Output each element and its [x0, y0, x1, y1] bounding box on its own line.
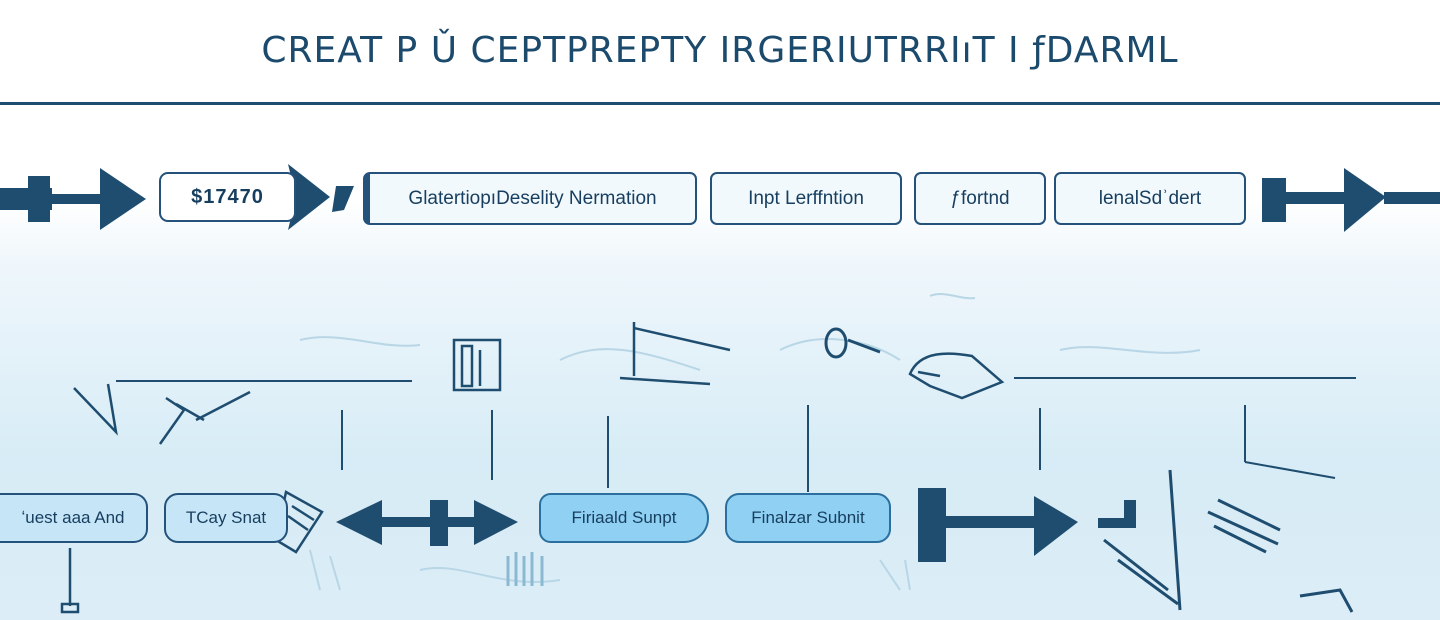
pen-icon [158, 390, 251, 445]
arrow-right-icon [0, 168, 146, 230]
key-icon [824, 327, 881, 359]
clipboard-icon [619, 322, 731, 386]
bottom-step-4[interactable]: Finalzar Subnit [725, 493, 891, 543]
barcode-icon [506, 552, 544, 586]
arrow-right-icon [918, 488, 1136, 562]
double-arrow-icon [336, 500, 518, 546]
stack-icon [1103, 469, 1354, 613]
price-badge: $17470 [159, 172, 296, 222]
bottom-step-3[interactable]: Firiaald Sunpt [539, 493, 709, 543]
title-divider [0, 102, 1440, 105]
triangle-icon [73, 383, 118, 436]
document-icon [452, 338, 502, 392]
pin-icon [60, 548, 80, 614]
step-box-2[interactable]: Inpt Lerffntion [710, 172, 902, 225]
timeline [116, 377, 1356, 492]
bottom-step-2[interactable]: TCay Snat [164, 493, 288, 543]
sketch-decoration [299, 293, 1201, 591]
step-box-4[interactable]: lenalSdʾdert [1054, 172, 1246, 225]
arrow-right-icon [1262, 168, 1440, 232]
chevron-right-icon [288, 164, 354, 230]
bottom-step-1[interactable]: ʻuest aaa And [0, 493, 148, 543]
hand-icon [908, 352, 1005, 400]
step-box-1[interactable]: GlatertiopıDeselity Nermation [363, 172, 697, 225]
step-box-3[interactable]: ƒfortnd [914, 172, 1046, 225]
page-title: CREAT P Ǔ CEPTPREPTY IRGERIUTRRIıT I ƒDA… [261, 30, 1179, 71]
